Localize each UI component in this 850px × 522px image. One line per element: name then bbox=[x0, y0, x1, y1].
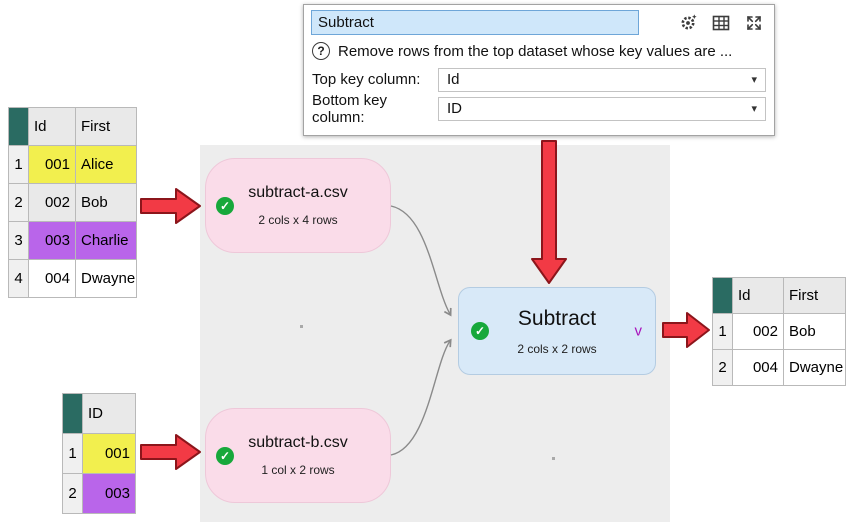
header-cell: Id bbox=[29, 108, 76, 146]
help-icon: ? bbox=[312, 42, 330, 60]
bottom-key-column-value: ID bbox=[447, 100, 462, 117]
header-cell: First bbox=[76, 108, 137, 146]
chevron-down-icon: ▾ bbox=[751, 74, 757, 86]
row-number-cell: 2 bbox=[9, 184, 29, 222]
table-view-icon[interactable] bbox=[709, 11, 733, 35]
node-collapse-chevron[interactable]: v bbox=[634, 322, 643, 340]
panel-toolbar bbox=[676, 11, 766, 35]
node-subtract-a-csv[interactable]: ✓ subtract-a.csv 2 cols x 4 rows bbox=[205, 158, 391, 253]
input-b-table: ID 1 001 2 003 bbox=[62, 393, 136, 514]
top-key-column-label: Top key column: bbox=[312, 71, 421, 88]
bottom-key-column-select[interactable]: ID ▾ bbox=[438, 96, 766, 121]
transform-description: Remove rows from the top dataset whose k… bbox=[338, 42, 733, 60]
header-cell: Id bbox=[733, 278, 784, 314]
header-cell: ID bbox=[83, 394, 136, 434]
node-title: Subtract bbox=[517, 306, 597, 330]
input-a-table: Id First 1 001 Alice 2 002 Bob 3 003 Cha… bbox=[8, 107, 137, 298]
success-check-icon: ✓ bbox=[216, 196, 234, 215]
node-title: subtract-b.csv bbox=[248, 434, 348, 451]
top-key-column-row: Top key column: Id ▾ bbox=[304, 65, 774, 94]
data-cell: 001 bbox=[83, 434, 136, 474]
node-subtract-transform[interactable]: ✓ Subtract 2 cols x 2 rows v bbox=[458, 287, 656, 375]
bottom-key-column-row: Bottom key column: ID ▾ bbox=[304, 91, 774, 126]
row-number-cell: 4 bbox=[9, 260, 29, 298]
node-subtract-b-csv[interactable]: ✓ subtract-b.csv 1 col x 2 rows bbox=[205, 408, 391, 503]
canvas-grid-dot bbox=[552, 457, 555, 460]
data-cell: 002 bbox=[733, 314, 784, 350]
data-cell: Dwayne bbox=[784, 350, 846, 386]
transform-description-row: ? Remove rows from the top dataset whose… bbox=[304, 38, 774, 65]
row-number-cell: 1 bbox=[713, 314, 733, 350]
chevron-down-icon: ▾ bbox=[751, 103, 757, 115]
data-cell: 001 bbox=[29, 146, 76, 184]
data-cell: 003 bbox=[83, 474, 136, 514]
expand-fullscreen-icon[interactable] bbox=[742, 11, 766, 35]
row-number-cell: 2 bbox=[713, 350, 733, 386]
result-table: Id First 1 002 Bob 2 004 Dwayne bbox=[712, 277, 846, 386]
transform-name-input[interactable] bbox=[311, 10, 639, 35]
bottom-key-column-label: Bottom key column: bbox=[312, 91, 388, 126]
row-number-cell: 3 bbox=[9, 222, 29, 260]
canvas-grid-dot bbox=[300, 325, 303, 328]
table-corner-cell bbox=[9, 108, 29, 146]
table-corner-cell bbox=[63, 394, 83, 434]
success-check-icon: ✓ bbox=[216, 446, 234, 465]
row-number-cell: 1 bbox=[63, 434, 83, 474]
row-number-cell: 1 bbox=[9, 146, 29, 184]
success-check-icon: ✓ bbox=[471, 322, 489, 340]
panel-header bbox=[304, 5, 774, 38]
red-arrow-bottom-table-to-b bbox=[140, 434, 201, 470]
node-title: subtract-a.csv bbox=[248, 184, 348, 201]
top-key-column-select[interactable]: Id ▾ bbox=[438, 67, 766, 92]
data-cell: Bob bbox=[784, 314, 846, 350]
node-size-label: 2 cols x 4 rows bbox=[258, 213, 338, 227]
table-corner-cell bbox=[713, 278, 733, 314]
data-cell: 003 bbox=[29, 222, 76, 260]
node-size-label: 1 col x 2 rows bbox=[261, 463, 335, 477]
data-cell: 004 bbox=[733, 350, 784, 386]
data-cell: Charlie bbox=[76, 222, 137, 260]
data-cell: 002 bbox=[29, 184, 76, 222]
data-cell: Alice bbox=[76, 146, 137, 184]
top-key-column-value: Id bbox=[447, 71, 460, 88]
row-number-cell: 2 bbox=[63, 474, 83, 514]
data-cell: Bob bbox=[76, 184, 137, 222]
data-cell: 004 bbox=[29, 260, 76, 298]
transform-properties-panel: ? Remove rows from the top dataset whose… bbox=[303, 4, 775, 136]
red-arrow-left-table-to-a bbox=[140, 188, 201, 224]
node-size-label: 2 cols x 2 rows bbox=[517, 341, 597, 356]
header-cell: First bbox=[784, 278, 846, 314]
data-cell: Dwayne bbox=[76, 260, 137, 298]
settings-gear-icon[interactable] bbox=[676, 11, 700, 35]
